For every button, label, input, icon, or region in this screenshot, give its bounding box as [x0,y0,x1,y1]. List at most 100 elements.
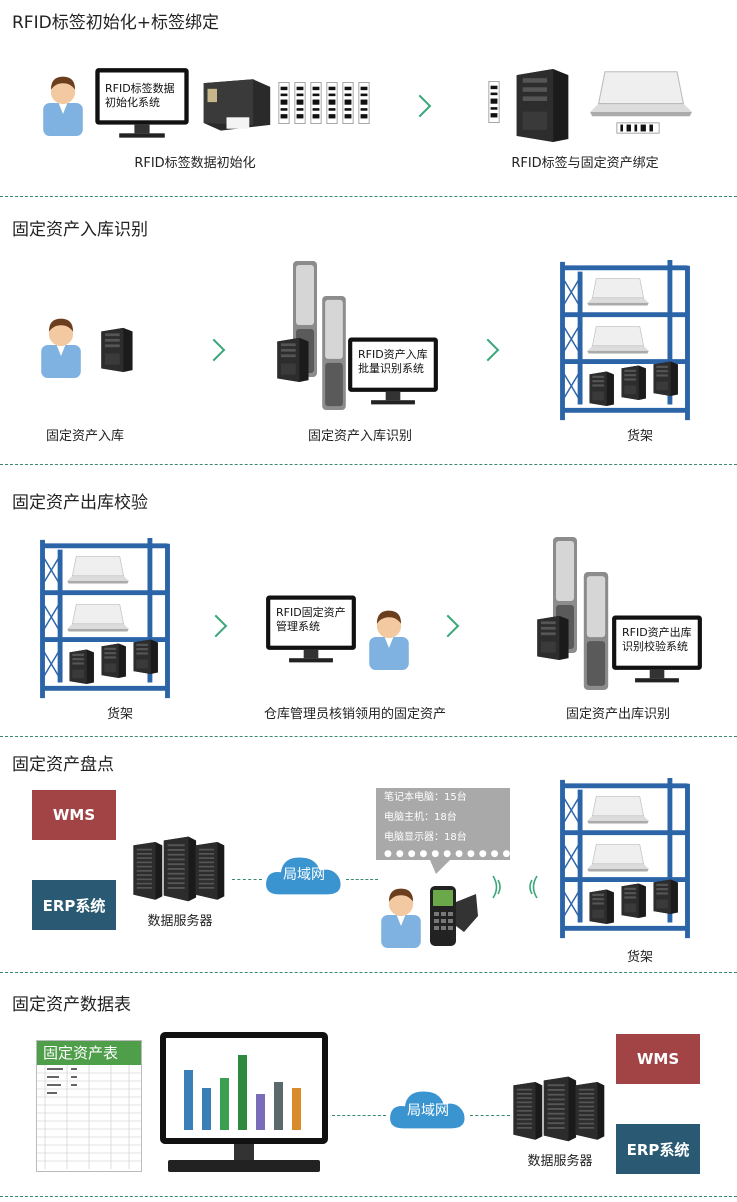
laptop-icon [580,276,656,308]
laptop-icon [588,66,694,122]
caption-rfid-asset-bind: RFID标签与固定资产绑定 [511,156,659,171]
rfid-tag-icon [342,80,354,126]
monitor-label-line2: 管理系统 [276,620,320,633]
rfid-antenna-icon [580,570,612,692]
section-title-inventory: 固定资产盘点 [12,755,114,775]
rfid-tag-icon [488,76,500,128]
caption-asset-out-recognition: 固定资产出库识别 [565,707,670,722]
pc-tower-icon [272,336,312,382]
bar-mark [238,1055,247,1130]
pc-tower-icon [618,882,648,918]
section-title-asset-out: 固定资产出库校验 [12,493,148,513]
caption-rfid-data-init: RFID标签数据初始化 [134,156,256,171]
bar-mark [292,1088,301,1130]
bar-mark [220,1078,229,1130]
person-icon [366,604,412,670]
rfid-tag-icon [310,80,322,126]
flow-arrow-icon [476,338,500,362]
bar-mark [202,1088,211,1130]
bubble-pointer [430,860,450,874]
inventory-count-monitor: 电脑显示器：18台 [384,832,467,843]
caption-data-server: 数据服务器 [527,1154,593,1169]
printer-icon [198,74,274,134]
inventory-count-bubble: 笔记本电脑：15台 电脑主机：18台 电脑显示器：18台 ●●●●●●●●●●●… [376,788,539,860]
connector-line [470,1115,510,1116]
laptop-icon [580,324,656,356]
section-title-asset-in: 固定资产入库识别 [12,220,148,240]
rfid-tag-icon [616,122,660,134]
pc-tower-icon [650,878,680,914]
flow-arrow-icon [408,94,432,118]
bar-mark [274,1082,283,1130]
rfid-tag-icon [358,80,370,126]
pc-tower-icon [586,370,616,406]
bar-mark [256,1094,265,1130]
rfid-tag-icon [278,80,290,126]
bar-mark [184,1070,193,1130]
section-divider [0,196,737,197]
inventory-count-host: 电脑主机：18台 [384,812,457,823]
pc-tower-icon [96,326,136,372]
signal-wave-icon [492,875,538,899]
pc-tower-icon [650,360,680,396]
flow-arrow-icon [436,614,460,638]
bar-chart-monitor-icon [160,1032,328,1172]
section-divider [0,464,737,465]
person-icon [40,70,86,136]
wms-box: WMS [616,1034,700,1084]
section-title-asset-datasheet: 固定资产数据表 [12,995,131,1015]
pc-tower-icon [506,66,576,142]
monitor-label-line2: 初始化系统 [105,96,160,109]
erp-box: ERP系统 [616,1124,700,1174]
caption-asset-in-recognition: 固定资产入库识别 [307,429,412,444]
rfid-tag-icon [326,80,338,126]
inventory-count-laptop: 笔记本电脑：15台 [384,792,467,803]
monitor-label-line2: 识别校验系统 [622,640,688,653]
pc-tower-icon [98,642,128,678]
handheld-reader-icon [430,886,478,946]
spreadsheet-icon: 固定资产表 [36,1040,142,1172]
monitor-label-line1: RFID资产入库 [358,348,428,361]
monitor-label-line1: RFID资产出库 [622,626,692,639]
spreadsheet-grid [37,1065,141,1169]
server-rack-icon [510,1078,544,1142]
laptop-icon [580,842,656,874]
laptop-icon [580,794,656,826]
monitor-label-line1: RFID固定资产 [276,606,346,619]
pc-tower-icon [586,888,616,924]
section-divider [0,1196,737,1197]
pc-tower-icon [66,648,96,684]
connector-line [346,879,378,880]
rfid-tag-icon [294,80,306,126]
flow-arrow-icon [202,338,226,362]
erp-box: ERP系统 [32,880,116,930]
server-rack-icon [130,838,164,902]
cloud-lan-label: 局域网 [283,867,325,883]
caption-data-server: 数据服务器 [147,914,213,929]
caption-shelf: 货架 [626,950,653,965]
pc-tower-icon [532,614,572,660]
caption-shelf: 货架 [106,707,133,722]
bubble-dots: ●●●●●●●●●●●●● [384,849,539,859]
monitor-label-line1: RFID标签数据 [105,82,175,95]
laptop-icon [60,602,136,634]
spreadsheet-title: 固定资产表 [37,1041,141,1065]
flow-arrow-icon [204,614,228,638]
cloud-lan-label: 局域网 [407,1103,449,1119]
connector-line [332,1115,386,1116]
connector-line [232,879,262,880]
server-rack-icon [572,1078,606,1142]
person-icon [378,882,424,948]
caption-shelf: 货架 [626,429,653,444]
pc-tower-icon [618,364,648,400]
caption-admin-writeoff: 仓库管理员核销领用的固定资产 [263,707,446,722]
caption-asset-in: 固定资产入库 [45,429,124,444]
pc-tower-icon [130,638,160,674]
server-rack-icon [192,838,226,902]
monitor-label-line2: 批量识别系统 [358,362,424,375]
wms-box: WMS [32,790,116,840]
laptop-icon [60,554,136,586]
section-title-rfid-init: RFID标签初始化+标签绑定 [12,13,219,33]
section-divider [0,736,737,737]
person-icon [38,312,84,378]
